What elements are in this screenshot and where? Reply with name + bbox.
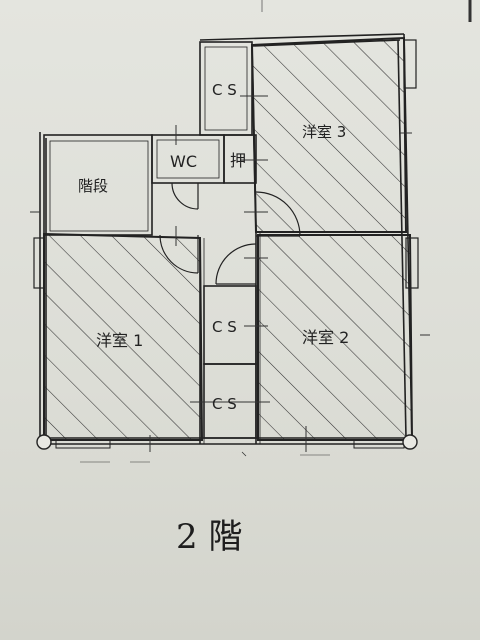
dimension-ticks bbox=[30, 95, 430, 463]
corner-columns bbox=[36, 434, 418, 450]
walls bbox=[33, 33, 419, 449]
door-swings bbox=[159, 182, 301, 285]
room-3-label: 洋室 3 bbox=[302, 123, 346, 141]
wc-label: WC bbox=[170, 152, 197, 171]
room-1-label: 洋室 1 bbox=[96, 331, 143, 350]
oshiire-label: 押 bbox=[230, 151, 246, 170]
closet-bottom-label: C S bbox=[212, 395, 237, 413]
closet-mid-label: C S bbox=[212, 318, 237, 336]
room-1-area bbox=[43, 232, 204, 441]
room-2-label: 洋室 2 bbox=[302, 328, 349, 347]
stairs-label: 階段 bbox=[78, 177, 108, 195]
closet-top-label: C S bbox=[212, 81, 237, 99]
floor-title: 2 階 bbox=[176, 517, 242, 557]
